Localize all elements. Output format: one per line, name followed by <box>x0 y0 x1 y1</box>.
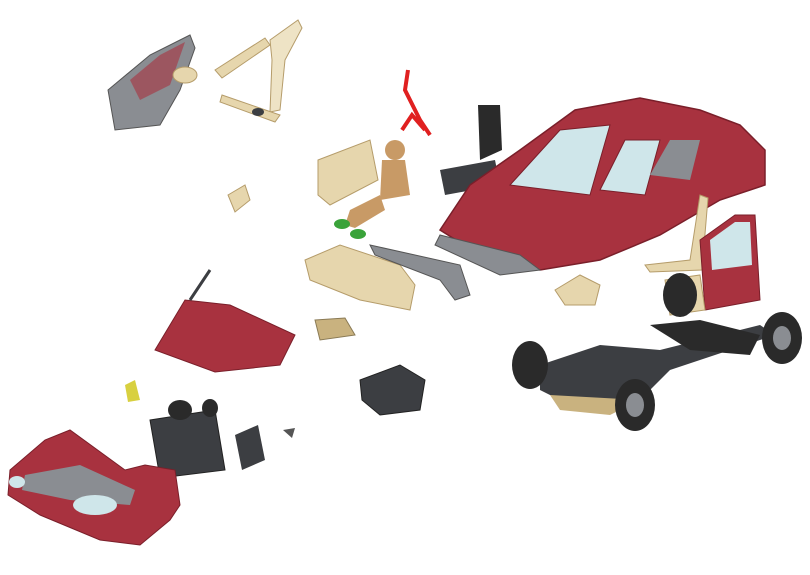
wheel <box>663 273 697 317</box>
pillar-trim-parts <box>214 19 303 123</box>
front-fascia <box>7 429 181 546</box>
wheels <box>512 273 802 431</box>
hood-prop <box>188 269 212 301</box>
cross-car-beam <box>369 244 471 301</box>
b-pillar-trim <box>644 194 709 273</box>
radiator-assembly <box>125 380 226 479</box>
console-part <box>554 274 601 306</box>
bracket-part <box>235 425 265 470</box>
car-body-shell <box>434 97 766 276</box>
hvac-module <box>359 364 426 416</box>
door-trim-panel <box>317 139 379 206</box>
dashboard-part <box>304 244 416 311</box>
clip-part <box>283 428 295 438</box>
small-bracket-part <box>314 317 356 341</box>
crash-test-dummy <box>334 140 410 239</box>
front-left-door-part <box>107 34 198 131</box>
wheel <box>512 341 548 389</box>
hood-part <box>154 299 296 373</box>
chassis-powertrain <box>540 320 775 415</box>
bracket-part <box>227 184 251 213</box>
seat-belt-part <box>400 69 432 137</box>
